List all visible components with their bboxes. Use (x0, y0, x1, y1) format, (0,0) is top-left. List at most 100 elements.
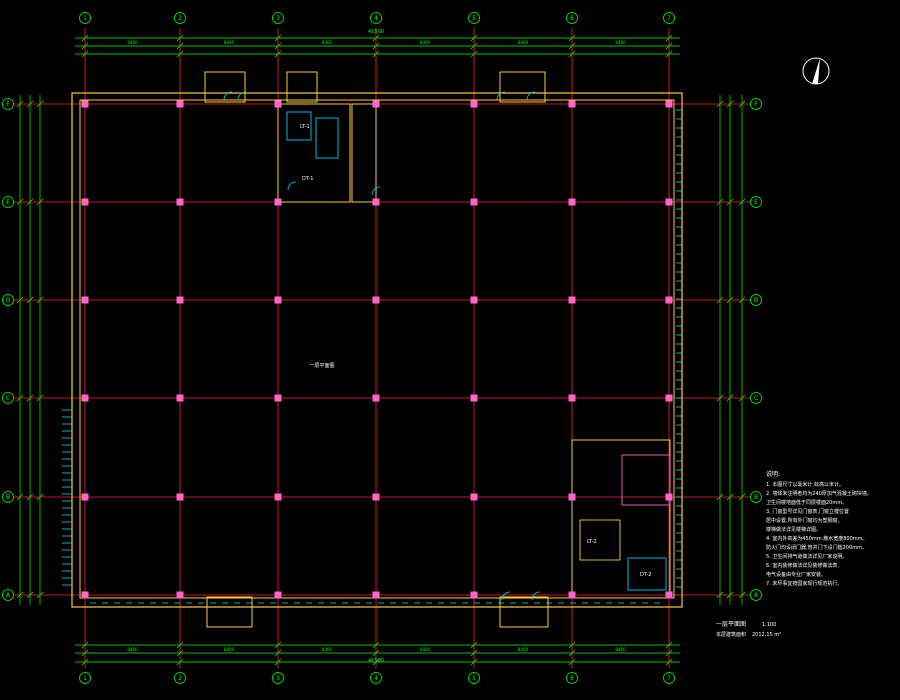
bay-dimension-label: 8400 (322, 40, 333, 45)
column (176, 100, 184, 108)
bay-dimension-label: 8400 (518, 647, 529, 652)
column (81, 198, 89, 206)
corridor-top (351, 103, 377, 203)
bay-dimension-label: 8400 (322, 647, 333, 652)
exterior-walls (71, 71, 683, 628)
axis-bubble-row-label: F (754, 101, 758, 108)
axis-bubble-row (750, 196, 762, 208)
drawing-subtitle: 本层建筑面积 (716, 631, 746, 638)
stair-flight-top (315, 117, 339, 159)
column (568, 198, 576, 206)
axis-bubble-column-label: 2 (178, 15, 182, 22)
bay-dimension-label: 8400 (615, 40, 626, 45)
column (568, 394, 576, 402)
axis-bubble-row (750, 491, 762, 503)
bay-dimension-label: 8400 (224, 40, 235, 45)
bay-dimension-label: 8400 (127, 40, 138, 45)
axis-bubble-column-label: 4 (374, 675, 378, 682)
room-label-stair-2: LT-2 (587, 539, 597, 545)
column (274, 591, 282, 599)
column (568, 493, 576, 501)
axis-bubble-row-label: E (6, 199, 10, 206)
column (81, 591, 89, 599)
axis-bubble-row-label: F (6, 101, 10, 108)
column (81, 100, 89, 108)
column (274, 296, 282, 304)
axis-bubble-row-label: C (6, 395, 10, 402)
window-openings (62, 109, 682, 604)
axis-bubble-column-label: 1 (83, 675, 87, 682)
axis-bubble-column-label: 5 (472, 675, 476, 682)
note-line: 6. 室内装修做法详见装修做法表, (766, 563, 839, 569)
axis-bubble-column-label: 3 (276, 675, 280, 682)
axis-bubble-column (663, 672, 675, 684)
axis-bubble-column (174, 672, 186, 684)
column (568, 296, 576, 304)
axis-bubble-row-label: B (6, 494, 10, 501)
service-core-bottom (571, 439, 671, 599)
door-swing (223, 91, 233, 101)
drawing-area: 2012.15 m² (752, 632, 781, 638)
axis-bubble-row (2, 392, 14, 404)
axis-bubble-column (370, 12, 382, 24)
note-line: 7. 未尽事宜按国家现行规范执行。 (766, 581, 843, 587)
axis-bubble-row-label: D (754, 297, 759, 304)
note-line: 3. 门窗型号详见门窗表,门窗立樘位置 (766, 509, 849, 515)
column (176, 591, 184, 599)
column (470, 296, 478, 304)
axis-bubble-column-label: 7 (667, 675, 671, 682)
column (470, 394, 478, 402)
bay-dimension-label: 8400 (224, 647, 235, 652)
lift-shaft-bottom (627, 557, 667, 591)
column (372, 493, 380, 501)
axis-bubble-row-label: B (754, 494, 758, 501)
axis-bubble-row (2, 491, 14, 503)
bay-dimension-label: 8400 (518, 40, 529, 45)
overall-dimension-bottom: 41500 (368, 658, 384, 664)
column (81, 493, 89, 501)
axis-bubble-column (370, 672, 382, 684)
axis-bubble-row-label: A (6, 592, 11, 599)
column (274, 394, 282, 402)
general-notes: 说明: 1. 本图尺寸以毫米计,标高以米计。 2. 墙体未注明者均为240厚加气… (766, 470, 896, 589)
column (470, 198, 478, 206)
door-swing (371, 186, 381, 196)
column (470, 100, 478, 108)
door-swing (531, 591, 541, 601)
column (372, 591, 380, 599)
axis-bubble-row (2, 196, 14, 208)
dimension-lines: 8400 8400 8400 8400 8400 8400 8400 8400 8400 8400… (16, 34, 746, 666)
door-swing (287, 181, 297, 191)
bay-dimension-label: 8400 (420, 40, 431, 45)
column (274, 198, 282, 206)
column (568, 100, 576, 108)
room-label-main-hall: 一层平面图 (309, 363, 334, 369)
column (665, 296, 673, 304)
door-swing (501, 591, 511, 601)
axis-bubble-column (272, 12, 284, 24)
axis-bubble-column (468, 12, 480, 24)
column (274, 100, 282, 108)
drawing-title: 一层平面图 (716, 621, 746, 628)
axis-grid-lines (14, 28, 755, 668)
outer-wall (71, 92, 683, 608)
axis-bubble-row (750, 294, 762, 306)
bay-dimension-label: 8400 (127, 647, 138, 652)
column (81, 296, 89, 304)
axis-bubble-column-label: 2 (178, 675, 182, 682)
axis-bubble-column (566, 12, 578, 24)
overall-dimension-top: 41500 (368, 29, 384, 35)
north-arrow-icon (802, 57, 830, 85)
column (665, 394, 673, 402)
axis-bubble-row (750, 589, 762, 601)
axis-bubble-column (79, 672, 91, 684)
axis-bubble-column-label: 7 (667, 15, 671, 22)
column (274, 493, 282, 501)
door-swing (526, 91, 536, 101)
column (372, 296, 380, 304)
entrance-recess (499, 71, 546, 103)
column (665, 100, 673, 108)
axis-bubble-column (468, 672, 480, 684)
axis-bubble-column (174, 12, 186, 24)
